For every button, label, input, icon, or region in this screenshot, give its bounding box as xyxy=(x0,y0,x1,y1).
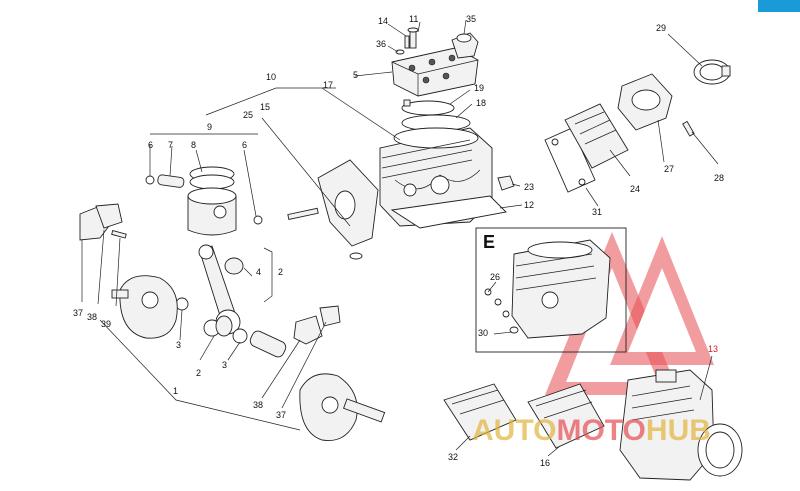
part-label: 7 xyxy=(168,140,173,150)
bracket-group xyxy=(287,159,379,260)
part-label: 16 xyxy=(540,458,550,468)
cylinder-head-group xyxy=(379,27,515,229)
part-label: 32 xyxy=(448,452,458,462)
part-label: 31 xyxy=(592,207,602,217)
part-label: 11 xyxy=(409,14,418,24)
part-label: 38 xyxy=(87,312,97,322)
part-label: 39 xyxy=(101,319,111,329)
leader-lines xyxy=(81,19,719,457)
intake-group xyxy=(544,59,731,193)
section-letter: E xyxy=(483,232,495,252)
watermark-word-3: HUB xyxy=(646,414,711,447)
piston-group xyxy=(145,166,263,236)
watermark-logo xyxy=(545,232,714,395)
part-label: 29 xyxy=(656,23,666,33)
part-label: 4 xyxy=(256,267,261,277)
part-label: 8 xyxy=(191,140,196,150)
part-label: 12 xyxy=(524,200,534,210)
part-label: 3 xyxy=(222,360,227,370)
part-label: 19 xyxy=(474,83,484,93)
part-label: 37 xyxy=(276,410,286,420)
part-label: 24 xyxy=(630,184,640,194)
part-label: 14 xyxy=(378,16,388,26)
part-label: 2 xyxy=(278,267,283,277)
covers xyxy=(443,383,605,449)
corner-tab xyxy=(758,0,800,12)
part-label: 28 xyxy=(714,173,724,183)
assembled-engine xyxy=(619,369,743,481)
part-label: 6 xyxy=(242,140,247,150)
part-label: 18 xyxy=(476,98,486,108)
part-label: 2 xyxy=(196,368,201,378)
part-label: 35 xyxy=(466,14,476,24)
part-label: 27 xyxy=(664,164,674,174)
part-label: 5 xyxy=(353,70,358,80)
part-label: 13 xyxy=(708,344,718,354)
part-label: 38 xyxy=(253,400,263,410)
watermark-text: AUTOMOTOHUB xyxy=(472,414,711,447)
part-label: 9 xyxy=(207,122,212,132)
part-label: 37 xyxy=(73,308,83,318)
part-label: 15 xyxy=(260,102,270,112)
part-label: 36 xyxy=(376,39,386,49)
part-label: 25 xyxy=(243,110,253,120)
svg-text:AUTOMOTOHUB: AUTOMOTOHUB xyxy=(472,414,711,447)
part-label: 30 xyxy=(478,328,488,338)
watermark-word-1: AUTO xyxy=(472,414,556,447)
detail-inset-e: E xyxy=(475,227,627,353)
part-label: 17 xyxy=(323,80,333,90)
part-label: 1 xyxy=(173,386,178,396)
part-label: 3 xyxy=(176,340,181,350)
part-label: 26 xyxy=(490,272,500,282)
part-labels: 14 11 35 36 10 5 19 18 17 15 25 9 6 7 8 … xyxy=(73,14,724,468)
part-label: 23 xyxy=(524,182,534,192)
part-label: 6 xyxy=(148,140,153,150)
watermark-word-2: MOTO xyxy=(556,414,645,447)
part-label: 10 xyxy=(266,72,276,82)
crankshaft-group xyxy=(79,203,386,442)
